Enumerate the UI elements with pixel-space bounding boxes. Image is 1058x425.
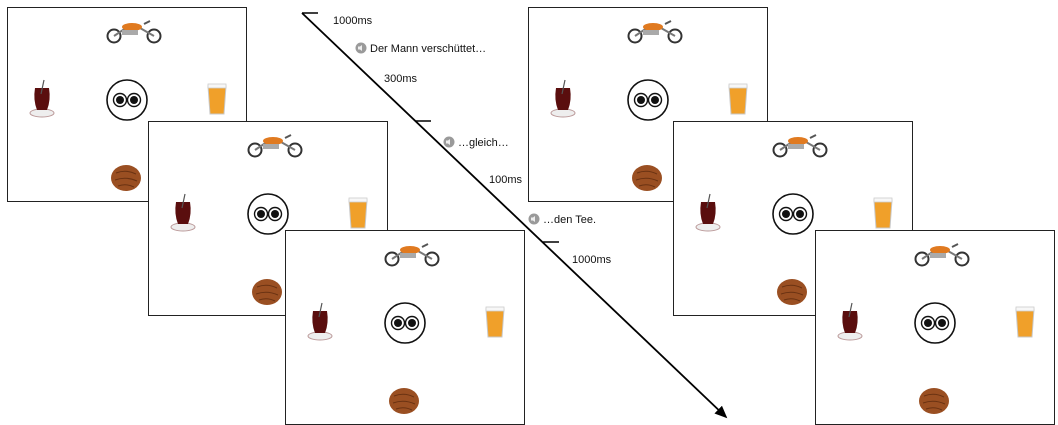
walnut-icon	[389, 388, 419, 414]
juice-glass-icon	[348, 197, 368, 229]
display-panel-3	[285, 230, 525, 425]
juice-glass-icon	[873, 197, 893, 229]
juice-glass-icon	[207, 83, 227, 115]
eyes-fixation-icon	[384, 302, 426, 344]
motorcycle-icon	[914, 243, 970, 267]
juice-glass-icon	[1015, 306, 1035, 338]
motorcycle-icon	[106, 20, 162, 44]
audio-text-1: Der Mann verschüttet…	[370, 43, 487, 55]
eyes-fixation-icon	[627, 79, 669, 121]
duration-label-1: 1000ms	[333, 15, 373, 27]
eyes-fixation-icon	[772, 193, 814, 235]
speaker-icon	[443, 136, 455, 148]
audio-text-3: …den Tee.	[543, 214, 597, 226]
eyes-fixation-icon	[106, 79, 148, 121]
duration-label-3: 100ms	[489, 174, 523, 186]
motorcycle-icon	[247, 134, 303, 158]
audio-label-2: …gleich…	[443, 136, 509, 150]
audio-text-2: …gleich…	[458, 137, 509, 149]
speaker-icon	[528, 213, 540, 225]
display-panel-2	[148, 121, 388, 316]
display-panel-1	[7, 7, 247, 202]
walnut-icon	[632, 165, 662, 191]
motorcycle-icon	[384, 243, 440, 267]
walnut-icon	[919, 388, 949, 414]
walnut-icon	[252, 279, 282, 305]
juice-glass-icon	[485, 306, 505, 338]
audio-label-1: Der Mann verschüttet…	[355, 42, 486, 56]
audio-label-3: …den Tee.	[528, 213, 596, 227]
display-panel-6	[815, 230, 1055, 425]
tea-glass-icon	[550, 79, 576, 118]
eyes-fixation-icon	[914, 302, 956, 344]
eyes-fixation-icon	[247, 193, 289, 235]
tea-glass-icon	[29, 79, 55, 118]
juice-glass-icon	[728, 83, 748, 115]
walnut-icon	[777, 279, 807, 305]
duration-label-2: 300ms	[384, 73, 418, 85]
tea-glass-icon	[307, 302, 333, 341]
speaker-icon	[355, 42, 367, 54]
walnut-icon	[111, 165, 141, 191]
tea-glass-icon	[837, 302, 863, 341]
duration-label-4: 1000ms	[572, 254, 612, 266]
motorcycle-icon	[772, 134, 828, 158]
motorcycle-icon	[627, 20, 683, 44]
tea-glass-icon	[170, 193, 196, 232]
tea-glass-icon	[695, 193, 721, 232]
